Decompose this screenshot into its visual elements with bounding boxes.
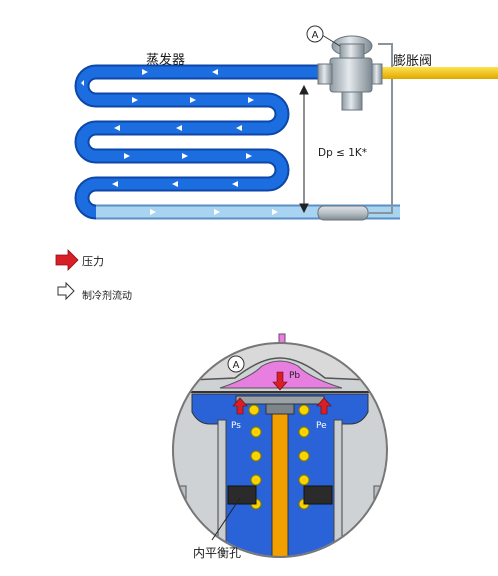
liquid-line — [378, 67, 498, 79]
expansion-valve-label: 膨胀阀 — [393, 54, 433, 69]
marker-a-top — [306, 25, 324, 43]
pb-label: Pb — [289, 371, 300, 381]
dp-dimension — [299, 84, 309, 214]
expansion-valve — [317, 35, 383, 111]
equalizer-leader — [211, 497, 241, 541]
marker-a-detail — [227, 355, 245, 373]
pe-label: Pe — [316, 421, 327, 431]
flow-arrow-icon — [112, 69, 278, 215]
sensing-bulb — [317, 43, 393, 221]
flow-arrow-icon — [57, 281, 75, 301]
evaporator-label: 蒸发器 — [146, 53, 186, 68]
legend-flow-label: 制冷剂流动 — [82, 291, 132, 302]
dp-label: Dp ≤ 1K* — [318, 147, 368, 159]
ps-label: Ps — [231, 421, 241, 431]
marker-a-detail-text: A — [233, 360, 240, 371]
legend-pressure-label: 压力 — [82, 255, 104, 268]
marker-a-top-text: A — [312, 30, 319, 41]
pressure-arrow-icon — [232, 371, 332, 415]
pressure-arrow-icon — [55, 249, 79, 271]
valve-detail — [172, 333, 388, 558]
equalizer-hole-label: 内平衡孔 — [193, 546, 242, 560]
